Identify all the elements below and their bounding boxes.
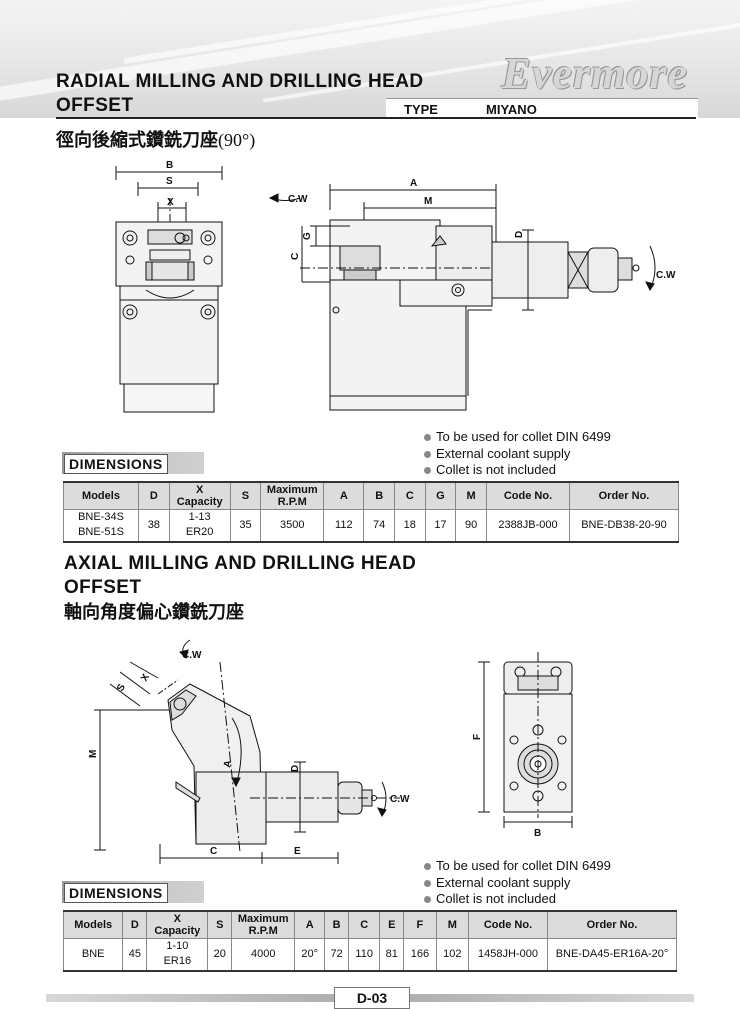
col-header: C — [393, 481, 426, 510]
cell-rpm: 4000 — [231, 938, 296, 972]
radial-head-drawing: B S X A M C.W G C D C.W — [115, 160, 676, 413]
label-F: F — [472, 734, 483, 740]
section2-title-cn: 軸向角度偏心鑽銑刀座 — [64, 602, 244, 623]
col-header: E — [379, 910, 405, 939]
note-item: Collet is not included — [424, 891, 611, 908]
cell-G: 17 — [424, 509, 457, 543]
cell-M: 102 — [435, 938, 470, 972]
cell-A: 112 — [323, 509, 365, 543]
cell-C: 18 — [393, 509, 426, 543]
cell-model: BNE — [62, 938, 124, 972]
label-D: D — [290, 765, 301, 772]
col-header: Order No. — [569, 481, 679, 510]
cell-M: 90 — [455, 509, 487, 543]
cell-code: 1458JH-000 — [468, 938, 548, 972]
page-number: D-03 — [334, 987, 410, 1009]
cell-order: BNE-DA45-ER16A-20° — [547, 938, 677, 972]
col-header: G — [424, 481, 457, 510]
col-header: Models — [62, 910, 124, 939]
col-header: Code No. — [468, 910, 548, 939]
cell-order: BNE-DB38-20-90 — [569, 509, 679, 543]
label-G: G — [302, 232, 313, 240]
label-S: S — [166, 176, 173, 187]
col-header: S — [229, 481, 262, 510]
col-header: C — [348, 910, 381, 939]
label-cw-right: C.W — [656, 270, 676, 281]
label-C: C — [290, 253, 301, 260]
label-B: B — [534, 828, 541, 839]
col-header: Models — [63, 481, 139, 510]
col-header: A — [294, 910, 326, 939]
col-header: B — [324, 910, 350, 939]
note-item: To be used for collet DIN 6499 — [424, 858, 611, 875]
cell-F: 166 — [403, 938, 437, 972]
note-item: To be used for collet DIN 6499 — [424, 429, 611, 446]
col-header: B — [363, 481, 395, 510]
type-label: TYPE — [404, 102, 438, 117]
label-M: M — [88, 750, 99, 758]
cell-S: 20 — [207, 938, 233, 972]
brand-logo: Evermore — [501, 49, 688, 98]
col-header: S — [207, 910, 233, 939]
col-header: Code No. — [486, 481, 570, 510]
cell-S: 35 — [229, 509, 262, 543]
type-tab: TYPE MIYANO — [386, 98, 698, 119]
label-A: A — [410, 178, 417, 189]
cell-C: 110 — [348, 938, 381, 972]
section1-title-cn: 徑向後縮式鑽銑刀座(90°) — [56, 130, 256, 151]
note-item: External coolant supply — [424, 875, 611, 892]
note-item: External coolant supply — [424, 446, 611, 463]
col-header: D — [122, 910, 148, 939]
cell-D: 45 — [122, 938, 148, 972]
label-D: D — [514, 231, 525, 238]
label-C: C — [210, 846, 217, 857]
label-S: S — [115, 682, 128, 694]
notes-1: To be used for collet DIN 6499 External … — [424, 429, 611, 479]
cell-A: 20° — [294, 938, 326, 972]
col-header: Order No. — [547, 910, 677, 939]
col-header: M — [435, 910, 470, 939]
cell-B: 72 — [324, 938, 350, 972]
col-header: D — [138, 481, 170, 510]
label-X: X — [139, 672, 152, 684]
type-value: MIYANO — [486, 102, 537, 117]
label-E: E — [294, 846, 301, 857]
cell-B: 74 — [363, 509, 395, 543]
cell-code: 2388JB-000 — [486, 509, 570, 543]
col-header: F — [403, 910, 437, 939]
notes-2: To be used for collet DIN 6499 External … — [424, 858, 611, 908]
label-M: M — [424, 196, 432, 207]
label-A: A — [222, 759, 234, 768]
section2-title: AXIAL MILLING AND DRILLING HEAD OFFSET — [64, 553, 417, 598]
note-item: Collet is not included — [424, 462, 611, 479]
col-header: M — [455, 481, 487, 510]
title-rule — [56, 117, 696, 119]
section1-title: RADIAL MILLING AND DRILLING HEAD OFFSET — [56, 71, 424, 116]
label-cw-right: C.W — [390, 794, 410, 805]
cell-rpm: 3500 — [260, 509, 325, 543]
label-cw-left: C.W — [288, 194, 308, 205]
label-cw-top: C.W — [182, 650, 202, 661]
label-X: X — [167, 197, 174, 208]
label-B: B — [166, 160, 173, 171]
axial-head-drawing: C.W S X M A D C.W C E F B — [88, 639, 573, 864]
cell-D: 38 — [138, 509, 170, 543]
col-header: A — [323, 481, 365, 510]
cell-E: 81 — [379, 938, 405, 972]
dimensions-label-1: DIMENSIONS — [64, 454, 168, 474]
dimensions-label-2: DIMENSIONS — [64, 883, 168, 903]
